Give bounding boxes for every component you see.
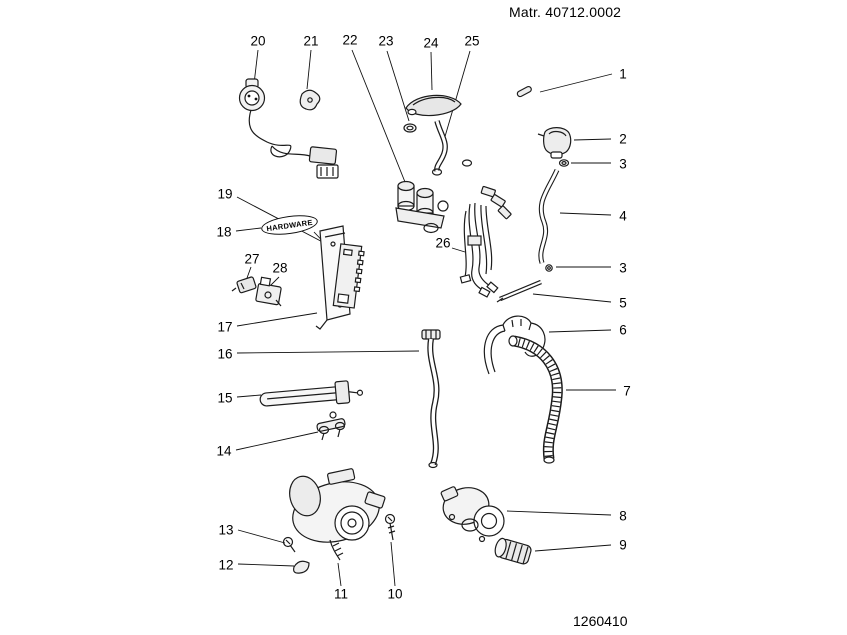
part-label-21: 21 — [303, 33, 319, 49]
cord-grommet-drawing — [299, 89, 321, 111]
part-label-14: 14 — [216, 443, 232, 459]
part-label-7: 7 — [623, 383, 631, 399]
part-label-8: 8 — [619, 508, 627, 524]
part-label-24: 24 — [423, 35, 439, 51]
heating-element-drawing — [259, 380, 364, 407]
part-label-18: 18 — [216, 224, 232, 240]
diagram-code: 1260410 — [573, 613, 628, 629]
part-label-26: 26 — [435, 235, 451, 251]
part-label-15: 15 — [217, 390, 233, 406]
part-label-12: 12 — [218, 557, 234, 573]
switch-block-drawing — [255, 276, 282, 307]
part-label-11: 11 — [333, 586, 349, 602]
drain-hose-drawing — [508, 335, 563, 464]
fuse-drawing — [516, 85, 532, 98]
part-label-16: 16 — [217, 346, 233, 362]
seal-drawing-lower — [545, 264, 553, 272]
element-nut-drawing — [329, 411, 337, 419]
part-label-19: 19 — [217, 186, 233, 202]
part-label-23: 23 — [378, 33, 394, 49]
hose-guide-drawing — [483, 315, 546, 375]
motor-drawing — [289, 468, 386, 561]
pressure-tube-drawing — [496, 279, 542, 303]
matricola-title: Matr. 40712.0002 — [509, 4, 622, 20]
filter-cap-drawing — [494, 537, 532, 565]
part-label-9: 9 — [619, 537, 627, 553]
pressure-hose-drawing — [538, 168, 560, 264]
part-label-17: 17 — [217, 319, 233, 335]
micro-switch-drawing — [231, 276, 257, 294]
part-label-10: 10 — [387, 586, 403, 602]
part-label-28: 28 — [272, 260, 288, 276]
part-label-25: 25 — [464, 33, 480, 49]
fill-hose-drawing — [421, 329, 441, 469]
thermostat-cap-drawing — [537, 127, 572, 159]
power-cord-drawing — [238, 78, 339, 179]
part-label-3-lower: 3 — [619, 260, 627, 276]
part-label-2: 2 — [619, 131, 627, 147]
inlet-valve-drawing — [395, 180, 449, 234]
clip-drawing — [293, 560, 310, 574]
part-label-1: 1 — [619, 66, 627, 82]
screw-drawing-10 — [384, 513, 396, 541]
part-label-20: 20 — [250, 33, 266, 49]
leader-lines — [235, 49, 616, 587]
control-board-drawing — [332, 243, 365, 309]
part-label-6: 6 — [619, 322, 627, 338]
pump-drawing — [440, 486, 505, 543]
part-label-3-upper: 3 — [619, 156, 627, 172]
part-label-22: 22 — [342, 32, 358, 48]
part-label-5: 5 — [619, 295, 627, 311]
seal-drawing-upper — [558, 159, 570, 167]
small-hose-drawing — [431, 120, 448, 176]
handle-drawing — [405, 94, 462, 117]
screw-drawing-13 — [282, 536, 296, 553]
part-label-4: 4 — [619, 208, 627, 224]
wiring-harness-drawing — [459, 159, 512, 298]
part-label-13: 13 — [218, 522, 234, 538]
part-label-27: 27 — [244, 251, 260, 267]
thermostat-sensor-drawing — [316, 418, 346, 441]
seal-ring-drawing — [403, 123, 417, 133]
